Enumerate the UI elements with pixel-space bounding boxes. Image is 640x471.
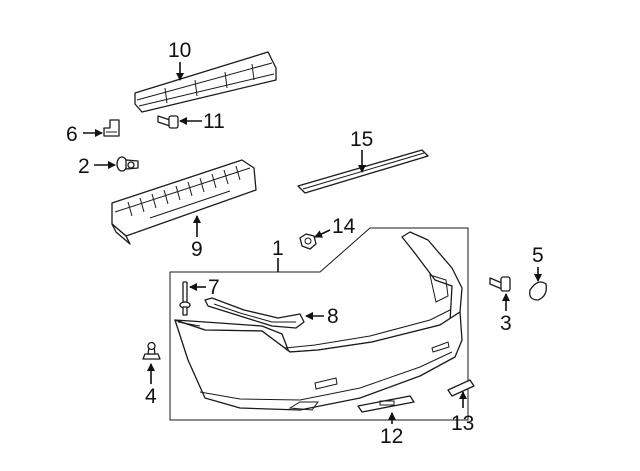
callout-11: 11 [203,110,225,133]
bumper-cover-box [169,227,469,421]
callout-13: 13 [451,412,474,435]
bracket-part-6 [103,119,120,137]
callout-7: 7 [208,276,220,299]
callout-9: 9 [191,238,203,261]
cap-part-5 [529,281,547,301]
side-retainer-part [204,297,305,329]
callout-15: 15 [350,128,373,151]
callout-5: 5 [532,244,544,267]
callout-6: 6 [66,123,78,146]
clip-part-4 [142,341,161,360]
push-clip-part-2 [116,156,139,172]
callout-8: 8 [327,305,339,328]
bolt-part-3 [489,276,511,292]
callout-3: 3 [500,312,512,335]
callout-4: 4 [145,385,157,408]
callout-12: 12 [380,425,403,448]
callout-2: 2 [78,155,90,178]
leader-14 [314,229,331,238]
step-pad-part [297,149,429,194]
retainer-stud-part [179,281,191,316]
bolt-part-11 [157,115,179,129]
bumper-cover-part [174,231,463,411]
reinforcement-bar-part [134,51,277,113]
reflector-part [447,379,475,397]
callout-10: 10 [168,39,191,62]
nut-part-14 [299,233,317,250]
license-lamp-part [357,395,415,413]
callout-14: 14 [332,215,356,238]
energy-absorber-part [111,159,257,245]
callout-1: 1 [272,237,284,260]
